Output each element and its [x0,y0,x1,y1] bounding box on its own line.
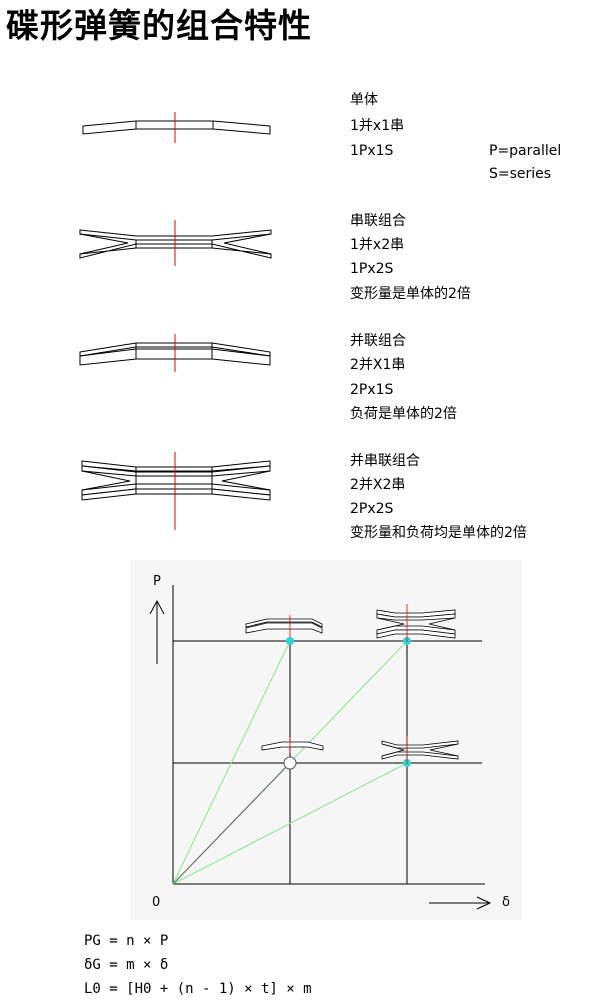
series-name: 串联组合 [350,213,406,229]
parallel-series-note: 变形量和负荷均是单体的2倍 [350,525,527,541]
single-name: 单体 [350,92,378,108]
parallel-jp: 2并X1串 [350,357,406,373]
combination-graph-panel [130,560,522,920]
series-note: 变形量是单体的2倍 [350,286,471,302]
graph-mini-springs [245,604,459,764]
origin-label: 0 [152,895,160,910]
legend-parallel: P=parallel [489,143,562,159]
formula-deflection: δG = m × δ [84,957,169,973]
y-axis-label: P [153,574,161,589]
series-jp: 1并x2串 [350,237,405,253]
mini-parallel-spring [245,615,323,637]
formula-length: L0 = [H0 + (n - 1) × t] × m [84,981,312,997]
x-axis-label: δ [502,895,510,910]
parallel-note: 负荷是单体的2倍 [350,406,457,422]
page-title: 碟形弹簧的组合特性 [6,6,312,45]
series-code: 1Px2S [350,261,394,277]
formula-load: PG = n × P [84,933,169,949]
parallel-name: 并联组合 [350,333,406,349]
legend-series: S=series [489,166,552,182]
single-spring-diagram [82,112,271,143]
single-code: 1Px1S [350,143,394,159]
mini-single-spring [261,737,324,753]
parallel-spring-diagram [79,334,271,372]
parallel-series-jp: 2并X2串 [350,477,406,493]
graph-axes [149,585,492,910]
parallel-series-spring-diagram [81,452,271,530]
single-jp: 1并x1串 [350,118,405,134]
parallel-series-name: 并串联组合 [350,453,420,469]
parallel-series-code: 2Px2S [350,501,394,517]
spring-diagrams [79,112,272,530]
mini-series-spring [381,736,459,764]
parallel-code: 2Px1S [350,382,394,398]
mini-parallel-series-spring [376,604,456,642]
series-spring-diagram [79,220,272,266]
